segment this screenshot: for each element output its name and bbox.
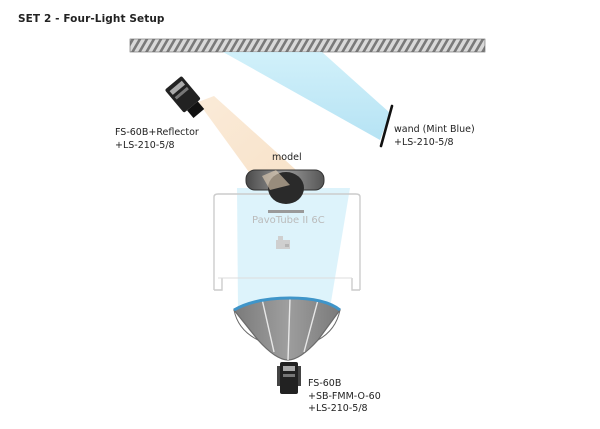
set-table xyxy=(213,193,361,291)
camera-icon xyxy=(276,236,290,249)
page-title: SET 2 - Four-Light Setup xyxy=(18,13,165,25)
model-label: model xyxy=(272,152,302,163)
fs60b-main-light xyxy=(277,362,301,394)
octa-softbox xyxy=(233,296,341,361)
main-light-label: FS-60B +SB-FMM-O-60 +LS-210-5/8 xyxy=(308,378,381,414)
key-light-label: FS-60B+Reflector +LS-210-5/8 xyxy=(115,127,199,151)
pavotube-bar xyxy=(268,210,304,213)
wand-light xyxy=(379,104,394,148)
key-beam xyxy=(198,96,305,190)
fs60b-key-light xyxy=(165,76,205,119)
wand-beam xyxy=(223,52,390,140)
pavotube-label: PavoTube II 6C xyxy=(252,215,325,226)
main-beam xyxy=(237,188,350,308)
back-wall xyxy=(129,38,486,53)
wand-light-label: wand (Mint Blue) +LS-210-5/8 xyxy=(394,124,475,148)
